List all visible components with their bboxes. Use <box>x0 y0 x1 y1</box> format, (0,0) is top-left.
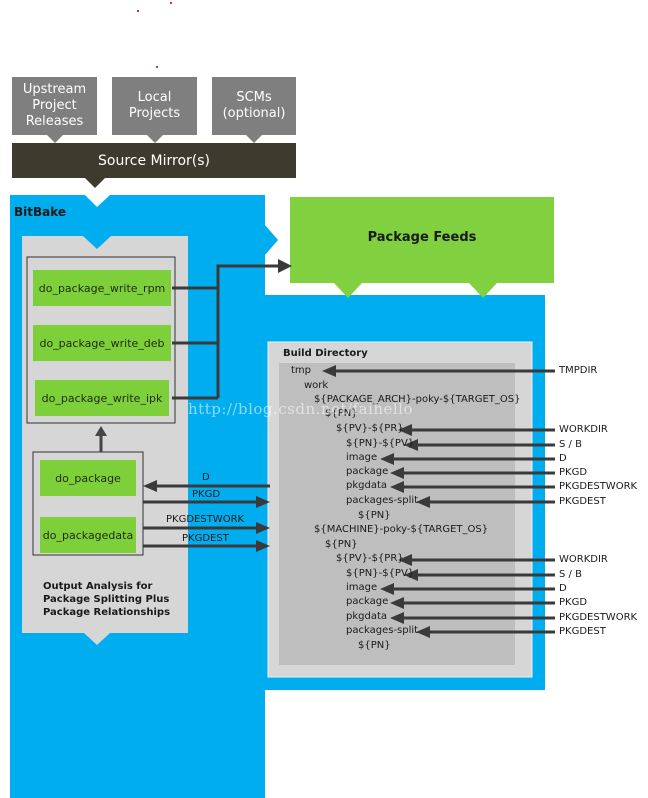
tree-node: ${PN}-${PV} <box>346 438 415 449</box>
tree-node: image <box>346 452 378 463</box>
variable-label: PKGDEST <box>559 496 606 507</box>
variable-label: TMPDIR <box>559 365 598 376</box>
package-feeds-label: Package Feeds <box>367 230 477 245</box>
source-mirror: Source Mirror(s) <box>98 152 210 169</box>
watermark: http://blog.csdn.net/faihello <box>188 400 413 418</box>
arrow-label-pkgdest: PKGDEST <box>182 533 229 544</box>
variable-label: PKGDEST <box>559 626 606 637</box>
output-analysis-label: Output Analysis for Package Splitting Pl… <box>43 581 171 618</box>
tree-node: package <box>346 596 389 607</box>
tree-node: image <box>346 582 378 593</box>
variable-label: D <box>559 583 567 594</box>
tree-node: pkgdata <box>346 480 388 491</box>
variable-label: PKGDESTWORK <box>559 612 638 623</box>
variable-label: PKGD <box>559 467 588 478</box>
variable-label: WORKDIR <box>559 554 608 565</box>
tree-node: ${PACKAGE_ARCH}-poky-${TARGET_OS} <box>314 394 521 405</box>
variable-label: S / B <box>559 439 582 450</box>
tree-node: ${PN}-${PV} <box>346 568 415 579</box>
tree-node: ${MACHINE}-poky-${TARGET_OS} <box>314 524 489 535</box>
variable-label: PKGDESTWORK <box>559 481 638 492</box>
task-write-ipk: do_package_write_ipk <box>35 380 169 416</box>
arrow-label-d: D <box>202 472 210 483</box>
arrow-label-pkgdestwork: PKGDESTWORK <box>166 514 245 525</box>
source-local-projects: Local Projects <box>128 90 181 121</box>
tree-node: ${PN} <box>325 408 358 419</box>
variable-label: PKGD <box>559 597 588 608</box>
build-directory-inner <box>279 363 515 665</box>
variable-label: D <box>559 453 567 464</box>
package-feeds-box <box>290 197 554 298</box>
tree-node: package <box>346 466 389 477</box>
variable-label: S / B <box>559 569 582 580</box>
arrow-label-pkgd: PKGD <box>192 489 221 500</box>
task-do-package: do_package <box>40 460 136 496</box>
build-directory-label: Build Directory <box>283 348 368 359</box>
tree-node: tmp <box>291 365 312 376</box>
bitbake-label: BitBake <box>14 205 67 219</box>
source-upstream-releases: Upstream Project Releases <box>22 82 87 129</box>
task-do-packagedata: do_packagedata <box>40 517 136 553</box>
source-scms: SCMs (optional) <box>222 90 286 121</box>
tree-node: ${PV}-${PR} <box>336 553 404 564</box>
tree-node: packages-split <box>346 625 419 636</box>
task-write-rpm: do_package_write_rpm <box>33 270 171 306</box>
variable-label: WORKDIR <box>559 424 608 435</box>
tree-node: pkgdata <box>346 611 388 622</box>
tree-node: ${PV}-${PR} <box>336 423 404 434</box>
task-write-deb: do_package_write_deb <box>33 325 171 361</box>
tree-node: work <box>304 380 329 391</box>
tree-node: packages-split <box>346 495 419 506</box>
tree-node: ${PN} <box>325 539 358 550</box>
tree-node: ${PN} <box>358 510 391 521</box>
tree-node: ${PN} <box>358 640 391 651</box>
